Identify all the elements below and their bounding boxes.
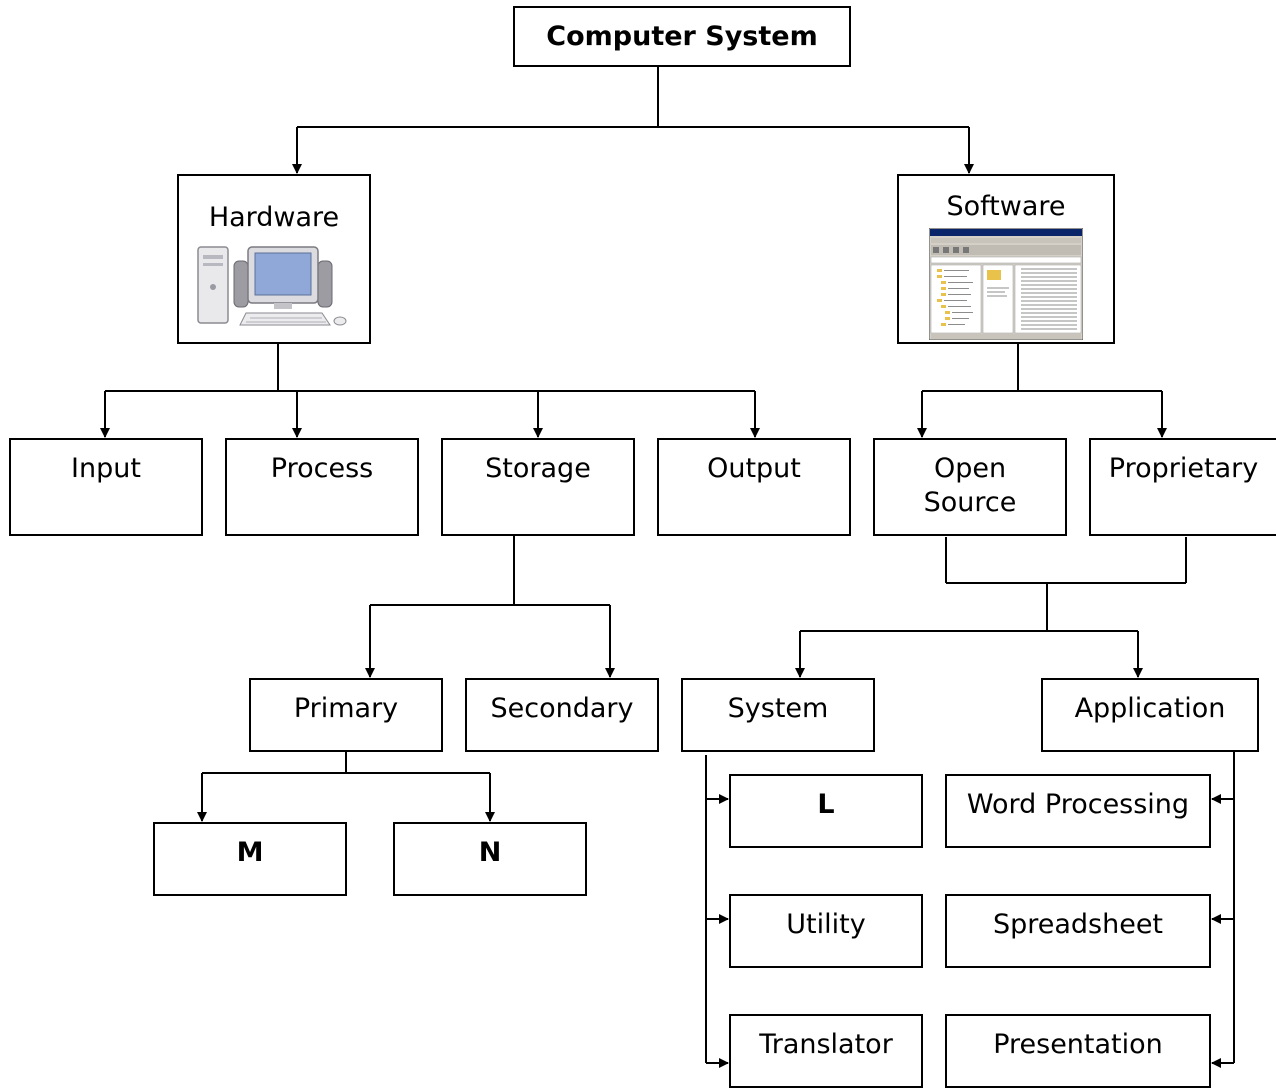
node-software: Software xyxy=(897,174,1115,344)
node-label: Primary xyxy=(293,693,399,724)
node-label: Proprietary xyxy=(1108,453,1259,484)
node-label: Process xyxy=(270,453,374,484)
node-presentation: Presentation xyxy=(945,1014,1211,1088)
node-translator: Translator xyxy=(729,1014,923,1088)
file-explorer-window-icon xyxy=(929,227,1083,340)
node-label: Storage xyxy=(485,453,591,484)
node-label: Word Processing xyxy=(966,789,1190,820)
node-label: Computer System xyxy=(546,20,818,52)
node-proprietary: Proprietary xyxy=(1089,438,1276,536)
node-label: Hardware xyxy=(208,202,340,234)
node-application: Application xyxy=(1041,678,1259,752)
node-label: Application xyxy=(1074,693,1226,724)
node-primary: Primary xyxy=(249,678,443,752)
node-label: Software xyxy=(946,191,1066,223)
node-computer-system: Computer System xyxy=(513,6,851,67)
node-word-processing: Word Processing xyxy=(945,774,1211,848)
node-label: Presentation xyxy=(993,1029,1163,1060)
node-label: Translator xyxy=(759,1029,893,1060)
node-spreadsheet: Spreadsheet xyxy=(945,894,1211,968)
node-label: Spreadsheet xyxy=(992,909,1164,940)
node-label: Input xyxy=(71,453,141,484)
node-label: Open Source xyxy=(923,453,1017,518)
node-n: N xyxy=(393,822,587,896)
node-hardware: Hardware xyxy=(177,174,371,344)
node-m: M xyxy=(153,822,347,896)
node-l: L xyxy=(729,774,923,848)
node-label: M xyxy=(236,837,264,868)
node-label: Secondary xyxy=(490,693,634,724)
node-storage: Storage xyxy=(441,438,635,536)
node-process: Process xyxy=(225,438,419,536)
node-secondary: Secondary xyxy=(465,678,659,752)
node-label: Utility xyxy=(786,909,866,940)
node-label: System xyxy=(727,693,829,724)
node-output: Output xyxy=(657,438,851,536)
node-utility: Utility xyxy=(729,894,923,968)
desktop-computer-icon xyxy=(197,246,347,326)
node-open-source: Open Source xyxy=(873,438,1067,536)
node-label: N xyxy=(478,837,502,868)
node-input: Input xyxy=(9,438,203,536)
node-label: Output xyxy=(707,453,801,484)
node-label: L xyxy=(817,789,835,820)
node-system: System xyxy=(681,678,875,752)
